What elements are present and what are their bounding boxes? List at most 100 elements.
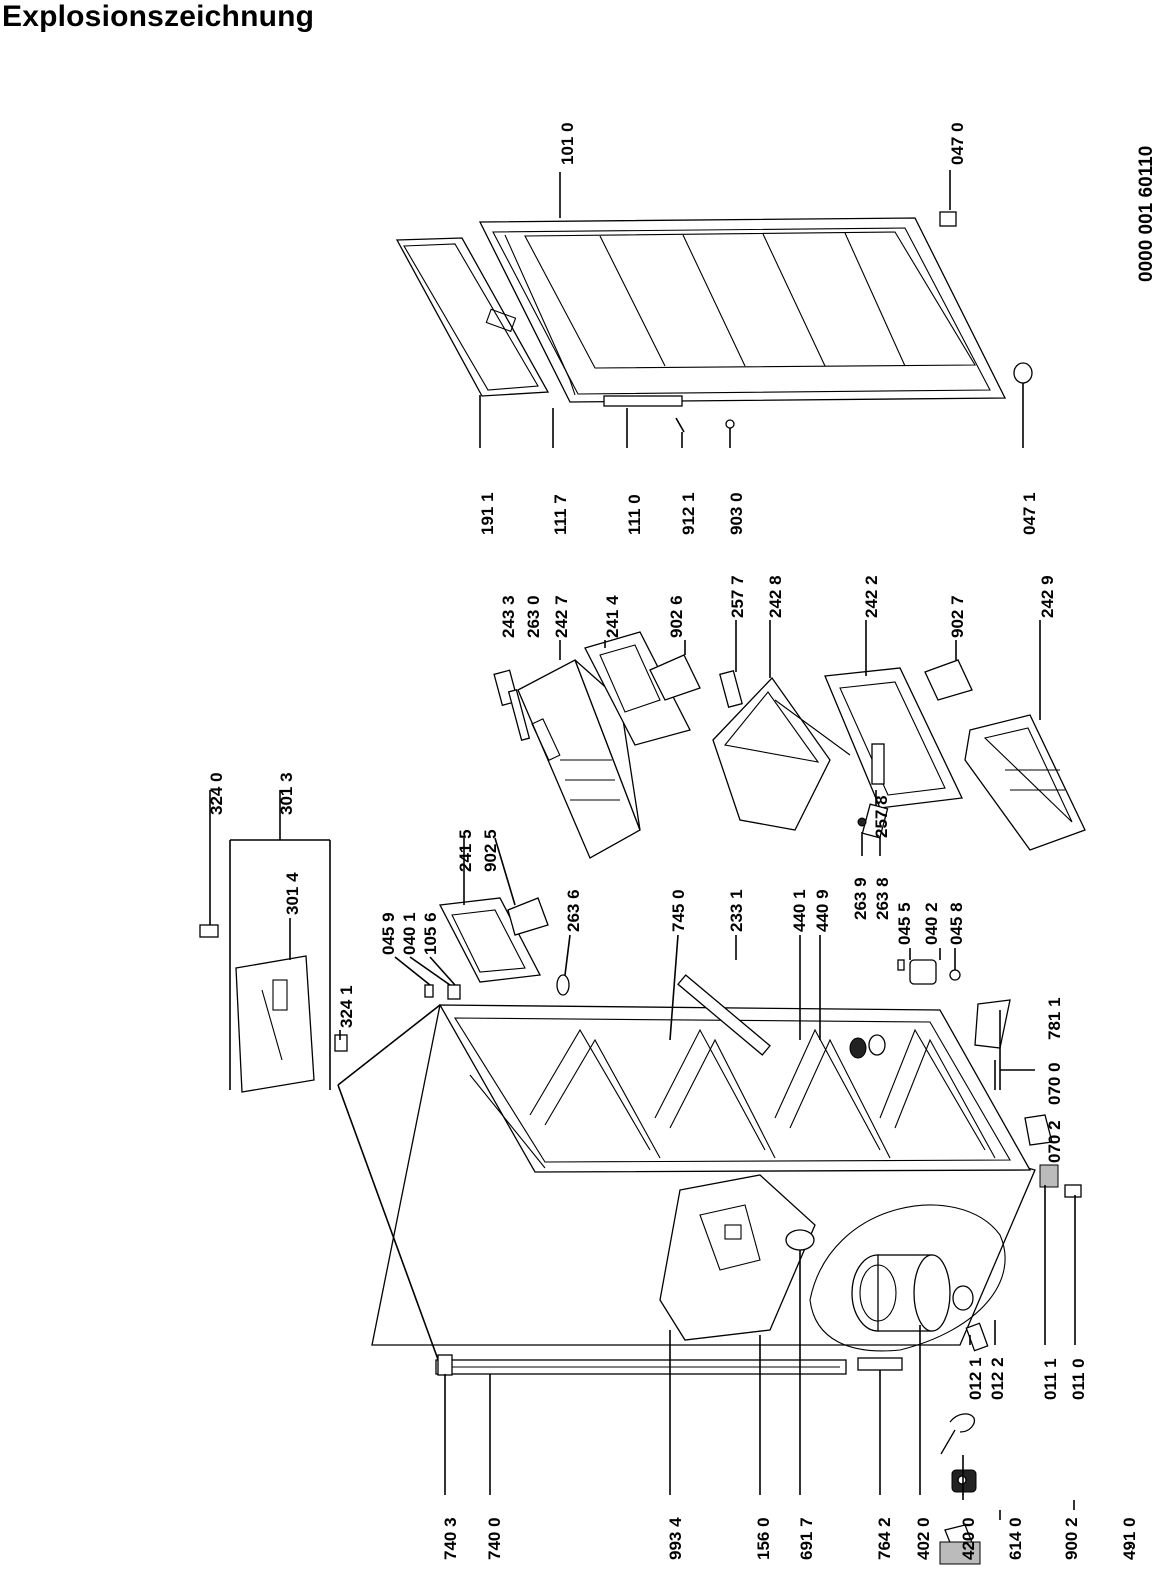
part-label: 324 1 — [337, 985, 356, 1028]
part-label: 902 7 — [948, 595, 967, 638]
door-hinge-bracket — [603, 395, 683, 407]
part-label: 764 2 — [875, 1517, 894, 1560]
part-label: 420 0 — [959, 1517, 978, 1560]
part-label: 045 9 — [379, 912, 398, 955]
compressor-grommet — [952, 1285, 974, 1311]
relay — [951, 1469, 977, 1493]
part-label: 012 1 — [966, 1357, 985, 1400]
thermostat-bulb — [556, 974, 570, 996]
evaporator-shelves — [529, 1028, 996, 1159]
part-label: 011 1 — [1041, 1358, 1060, 1400]
part-label: 156 0 — [754, 1517, 773, 1560]
part-label: 241 4 — [603, 595, 622, 638]
part-label: 740 3 — [441, 1517, 460, 1560]
part-label: 440 1 — [790, 889, 809, 932]
middle-drawer-rail — [871, 743, 885, 785]
door-screw — [675, 417, 685, 433]
part-label: 045 8 — [947, 902, 966, 945]
part-label: 440 9 — [813, 889, 832, 932]
part-label: 040 2 — [922, 902, 941, 945]
part-label: 047 0 — [948, 122, 967, 165]
leader-lines — [209, 170, 1076, 1520]
part-label: 993 4 — [666, 1517, 685, 1560]
compressor — [851, 1254, 951, 1332]
page-title: Explosionszeichnung — [2, 0, 315, 33]
part-label: 242 7 — [552, 595, 571, 638]
part-label: 241 5 — [456, 829, 475, 872]
part-label: 263 0 — [524, 595, 543, 638]
terminal-box — [939, 1541, 981, 1565]
panel-clip-top — [199, 924, 219, 938]
part-label: 257 7 — [728, 575, 747, 618]
fan-blade — [868, 1034, 886, 1056]
part-label: 263 8 — [873, 877, 892, 920]
control-unit — [659, 1174, 816, 1341]
middle-drawer-flap — [924, 659, 973, 701]
handle-end-cap — [437, 1354, 453, 1376]
door-hinge-top — [939, 211, 957, 227]
part-label: 324 0 — [207, 772, 226, 815]
top-drawer-rail — [507, 689, 531, 741]
part-label: 101 0 — [558, 122, 577, 165]
part-label: 047 1 — [1020, 492, 1039, 535]
part-label: 402 0 — [914, 1517, 933, 1560]
part-label: 263 9 — [851, 877, 870, 920]
control-knob — [785, 1229, 815, 1251]
part-label: 070 0 — [1045, 1062, 1064, 1105]
part-label: 070 2 — [1045, 1120, 1064, 1163]
part-label: 900 2 — [1062, 1517, 1081, 1560]
middle-drawer — [712, 676, 851, 831]
part-label: 740 0 — [485, 1517, 504, 1560]
part-label: 491 0 — [1120, 1517, 1139, 1560]
lamp-flap — [507, 897, 549, 936]
part-labels: 101 0 047 0 191 1 111 7 111 0 912 1 903 … — [207, 122, 1139, 1560]
part-label: 912 1 — [679, 492, 698, 535]
part-label: 903 0 — [727, 492, 746, 535]
part-label: 902 6 — [667, 595, 686, 638]
part-label: 242 2 — [862, 575, 881, 618]
part-label: 105 6 — [421, 912, 440, 955]
door-gasket — [395, 237, 550, 397]
kick-plate — [435, 1359, 847, 1375]
part-label: 745 0 — [669, 889, 688, 932]
bottom-hinge-pin — [1064, 1184, 1082, 1198]
part-label: 040 1 — [400, 912, 419, 955]
part-label: 691 7 — [797, 1517, 816, 1560]
lamp-cover — [438, 897, 542, 983]
part-label: 191 1 — [478, 492, 497, 535]
part-label: 781 1 — [1045, 997, 1064, 1040]
part-label: 257 8 — [872, 795, 891, 838]
part-label: 614 0 — [1006, 1517, 1025, 1560]
compressor-area — [809, 1204, 1006, 1352]
shelf-rail — [677, 974, 771, 1056]
small-screw — [424, 984, 434, 998]
door-hinge-bottom — [1013, 362, 1033, 384]
foot-plate — [1024, 1114, 1053, 1146]
lamp-socket — [447, 984, 461, 1000]
part-label: 045 5 — [895, 902, 914, 945]
document-number: 0000 001 60110 — [1136, 146, 1157, 282]
drain-channel — [974, 999, 1011, 1049]
top-drawer-flap — [649, 654, 701, 701]
part-label: 011 0 — [1069, 1358, 1088, 1400]
part-label: 242 9 — [1038, 575, 1057, 618]
part-label: 111 7 — [551, 494, 570, 535]
fan-bracket — [897, 959, 961, 985]
part-label: 012 2 — [988, 1357, 1007, 1400]
defrost-heater — [857, 1357, 903, 1371]
power-cord — [940, 1413, 976, 1455]
door-assembly — [478, 217, 1007, 403]
middle-drawer-handle — [719, 669, 743, 709]
panel-clip-bottom — [334, 1034, 348, 1052]
part-label: 301 4 — [283, 872, 302, 915]
bottom-leaders — [1073, 1500, 1132, 1548]
part-label: 242 8 — [766, 575, 785, 618]
top-drawer-cover — [584, 631, 691, 746]
bottom-hinge — [1039, 1164, 1059, 1188]
part-label: 111 0 — [625, 494, 644, 535]
bottom-drawer — [964, 714, 1086, 851]
part-label: 902 5 — [481, 829, 500, 872]
part-label: 263 6 — [564, 889, 583, 932]
heater-element — [861, 803, 889, 839]
